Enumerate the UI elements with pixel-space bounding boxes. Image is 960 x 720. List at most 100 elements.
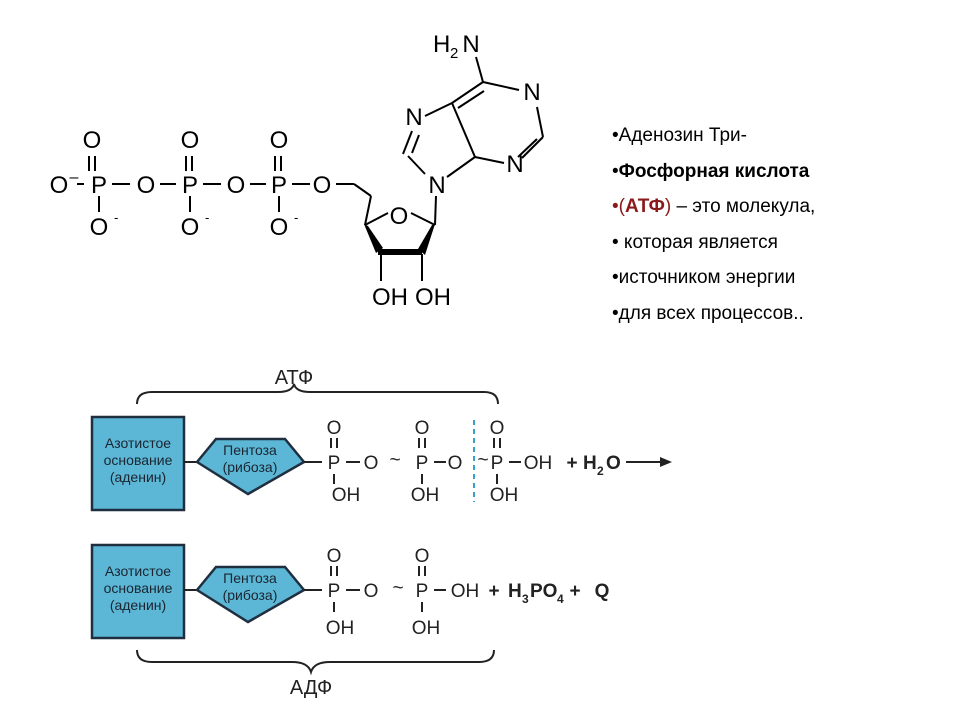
atp-p1: P bbox=[328, 453, 341, 474]
p3-bottom-oxygen: O bbox=[270, 214, 289, 241]
atp-tilde-1: ~ bbox=[389, 450, 400, 471]
atp-base-box bbox=[90, 415, 186, 512]
n3-atom: N bbox=[506, 151, 523, 178]
p2-bottom-oxygen: O bbox=[181, 214, 200, 241]
energy-q: Q bbox=[595, 581, 610, 602]
amino-h: H bbox=[433, 31, 450, 58]
bullet-text-6: для всех процессов.. bbox=[618, 302, 804, 324]
bridge-oxygen-1: O bbox=[137, 172, 156, 199]
atp-pentose-line2: (рибоза) bbox=[223, 459, 278, 475]
bullet-text-4: которая является bbox=[618, 231, 778, 253]
adp-p2-o: O bbox=[415, 546, 430, 567]
bullet-5: • bbox=[612, 267, 619, 288]
atp-p3-o: O bbox=[490, 418, 505, 439]
atp-bridge-o-1: O bbox=[364, 453, 379, 474]
bullet-text-1: Аденозин Три- bbox=[618, 125, 747, 146]
n1-atom: N bbox=[523, 79, 540, 106]
bullet-text-3-close: ) bbox=[664, 196, 672, 217]
acid-sub-3: 3 bbox=[522, 592, 529, 606]
ribose-ring: O OH OH bbox=[364, 195, 451, 311]
atp-pentose-shape bbox=[195, 437, 306, 496]
p2-bottom-minus: - bbox=[205, 210, 209, 225]
atp-brace-label: АТФ bbox=[275, 367, 314, 389]
hydroxyl-3: OH bbox=[415, 284, 451, 311]
adenine-ring: N N H 2 N N N bbox=[402, 31, 544, 199]
adp-pentose-line1: Пентоза bbox=[223, 570, 277, 586]
atp-p2-o: O bbox=[415, 418, 430, 439]
acid-h: H bbox=[508, 581, 522, 602]
ring-oxygen: O bbox=[390, 203, 409, 230]
acid-po: PO bbox=[530, 581, 557, 602]
p2-atom: P bbox=[182, 172, 198, 199]
bullet-line-6: •для всех процессов.. bbox=[612, 296, 815, 332]
p1-bottom-oxygen: O bbox=[90, 214, 109, 241]
bullet-line-1: •Аденозин Три- bbox=[612, 118, 815, 154]
terminal-oxygen: O bbox=[50, 172, 69, 199]
adp-p2-oh-right: OH bbox=[451, 581, 480, 602]
atp-p1-o: O bbox=[327, 418, 342, 439]
adp-p2-oh: OH bbox=[412, 618, 441, 639]
p1-atom: P bbox=[91, 172, 107, 199]
atp-base-line3: (аденин) bbox=[110, 469, 166, 485]
bullet-line-4: • которая является bbox=[612, 225, 815, 261]
bullet-2: • bbox=[612, 160, 619, 182]
bullet-line-3: •(АТФ) – это молекула, bbox=[612, 189, 815, 225]
water-sub: 2 bbox=[597, 464, 604, 478]
adp-pentose-shape bbox=[195, 565, 306, 624]
adp-base-line2: основание bbox=[104, 580, 173, 596]
adp-plus-2: + bbox=[569, 581, 580, 602]
adp-brace-label: АДФ bbox=[290, 677, 332, 699]
adp-tilde: ~ bbox=[392, 578, 403, 599]
water-h: H bbox=[583, 453, 597, 474]
amino-subscript: 2 bbox=[450, 45, 458, 62]
bullet-line-5: •источником энергии bbox=[612, 260, 815, 296]
adp-p2: P bbox=[416, 581, 429, 602]
adp-bridge-o: O bbox=[364, 581, 379, 602]
atp-p1-oh: OH bbox=[332, 485, 361, 506]
adp-base-line1: Азотистое bbox=[105, 563, 171, 579]
atp-p2-oh: OH bbox=[411, 485, 440, 506]
bullet-4: • bbox=[612, 231, 619, 253]
atp-row: Азотистое основание (аденин) Пентоза (ри… bbox=[90, 415, 672, 512]
adp-base-box bbox=[90, 543, 186, 640]
acid-sub-4: 4 bbox=[557, 592, 564, 606]
adp-p1: P bbox=[328, 581, 341, 602]
p3-top-oxygen: O bbox=[270, 127, 289, 154]
bullet-3: • bbox=[612, 196, 619, 217]
adp-base-line3: (аденин) bbox=[110, 597, 166, 613]
atp-description-list: •Аденозин Три- •Фосфорная кислота •(АТФ)… bbox=[612, 118, 815, 331]
water-o: O bbox=[606, 453, 621, 474]
bridge-oxygen-3: O bbox=[313, 172, 332, 199]
bullet-1: • bbox=[612, 125, 619, 146]
n7-atom: N bbox=[405, 104, 422, 131]
atp-brace bbox=[136, 383, 499, 405]
bullet-line-2: •Фосфорная кислота bbox=[612, 154, 815, 190]
adp-brace bbox=[136, 649, 495, 676]
p1-top-oxygen: O bbox=[83, 127, 102, 154]
amino-n: N bbox=[462, 31, 479, 58]
hydrolysis-scheme: АТФ Азотистое основание (аденин) Пентоза… bbox=[90, 367, 672, 699]
bullet-text-3-abbr: АТФ bbox=[624, 196, 665, 217]
bullet-text-3-rest: – это молекула, bbox=[671, 196, 816, 217]
bullet-text-3-open: ( bbox=[618, 196, 625, 217]
atp-plus: + bbox=[566, 453, 577, 474]
atp-p3-oh: OH bbox=[490, 485, 519, 506]
atp-base-line2: основание bbox=[104, 452, 173, 468]
bullet-text-2: Фосфорная кислота bbox=[618, 160, 810, 182]
atp-tilde-2: ~ bbox=[477, 450, 488, 471]
adp-plus-1: + bbox=[488, 581, 499, 602]
bullet-6: • bbox=[612, 302, 619, 324]
atp-pentose-line1: Пентоза bbox=[223, 442, 277, 458]
p3-atom: P bbox=[271, 172, 287, 199]
hydroxyl-2: OH bbox=[372, 284, 408, 311]
atp-bridge-o-2: O bbox=[448, 453, 463, 474]
adp-row: Азотистое основание (аденин) Пентоза (ри… bbox=[90, 543, 610, 640]
terminal-minus: – bbox=[70, 169, 79, 186]
adp-p1-o: O bbox=[327, 546, 342, 567]
bridge-oxygen-2: O bbox=[227, 172, 246, 199]
atp-p3-oh-right: OH bbox=[524, 453, 553, 474]
atp-base-line1: Азотистое bbox=[105, 435, 171, 451]
bullet-text-5: источником энергии bbox=[618, 267, 796, 288]
atp-p3: P bbox=[491, 453, 504, 474]
